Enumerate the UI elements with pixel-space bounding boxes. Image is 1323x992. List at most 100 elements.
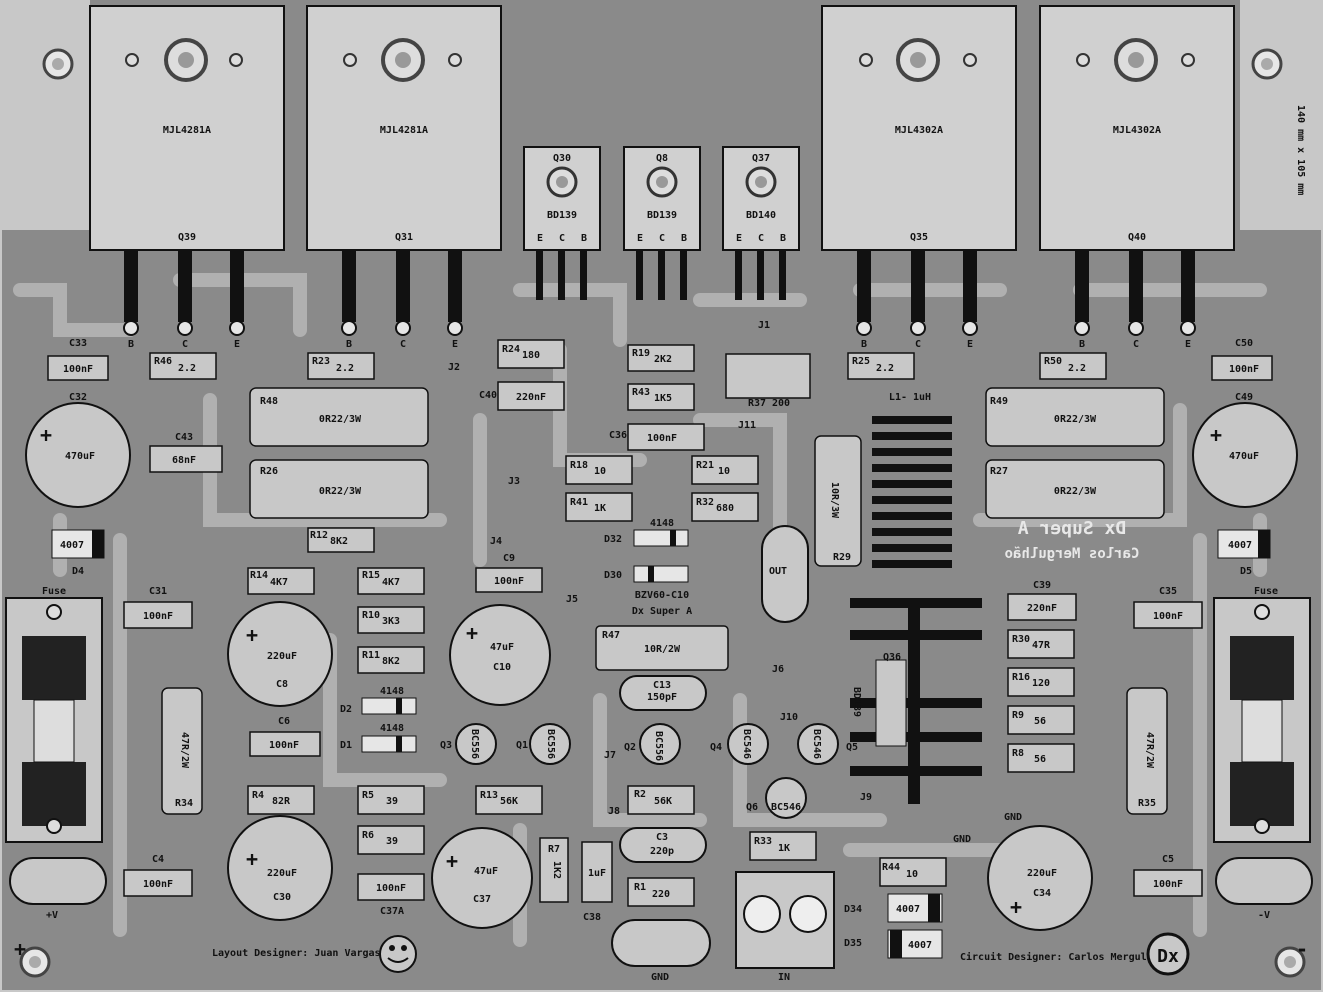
capacitor-c3 — [619, 827, 707, 863]
resistor-label-layer: R46 2.2 R23 2.2 R24 180 R19 2K2 R43 1K5 … — [154, 344, 1156, 900]
c37-value: 47uF — [474, 866, 498, 877]
pin-b-label: B — [1079, 339, 1085, 350]
c33-value: 100nF — [63, 364, 93, 375]
c4-ref: C4 — [152, 854, 164, 865]
q36-ref: Q36 — [883, 652, 901, 663]
c13-value: 150pF — [647, 692, 677, 703]
q39-part: MJL4281A — [163, 125, 211, 136]
q3-ref: Q3 — [440, 740, 452, 751]
c34-value: 220uF — [1027, 868, 1057, 879]
pin-b-label: B — [780, 233, 786, 244]
c30-value: 220uF — [267, 868, 297, 879]
r29-ref: R29 — [833, 552, 851, 563]
power-transistor-q39: MJL4281A Q39 B C E — [89, 5, 285, 350]
r27-ref: R27 — [990, 466, 1008, 477]
r7-value: 1K2 — [551, 861, 562, 879]
fuse-holder-left — [5, 597, 103, 843]
q6-part: BC546 — [771, 802, 801, 813]
c38-ref: C38 — [583, 912, 601, 923]
r32-value: 680 — [716, 503, 734, 514]
pin-b-label: B — [581, 233, 587, 244]
svg-text:+: + — [40, 423, 52, 447]
dx-logo: Dx — [1146, 932, 1190, 976]
r32-ref: R32 — [696, 497, 714, 508]
c5-value: 100nF — [1153, 879, 1183, 890]
r9-ref: R9 — [1012, 710, 1024, 721]
r4-ref: R4 — [252, 790, 264, 801]
r41-ref: R41 — [570, 497, 588, 508]
frog-logo — [379, 935, 417, 973]
q40-part: MJL4302A — [1113, 125, 1161, 136]
c9-value: 100nF — [494, 576, 524, 587]
j1-label: J1 — [758, 320, 770, 331]
r19-ref: R19 — [632, 348, 650, 359]
r16-ref: R16 — [1012, 672, 1030, 683]
r46-ref: R46 — [154, 356, 172, 367]
r8-value: 56 — [1034, 754, 1046, 765]
q40-ref: Q40 — [1128, 232, 1146, 243]
gnd-small-label: GND — [953, 834, 971, 845]
gnd-right-label: GND — [1004, 812, 1022, 823]
c8-ref: C8 — [276, 679, 288, 690]
c6-ref: C6 — [278, 716, 290, 727]
r8-ref: R8 — [1012, 748, 1024, 759]
q35-part: MJL4302A — [895, 125, 943, 136]
layout-credit: Layout Designer: Juan Vargas — [212, 947, 381, 959]
r6-ref: R6 — [362, 830, 374, 841]
r23-value: 2.2 — [336, 363, 354, 374]
diode-layer — [51, 529, 1271, 959]
pin-e-label: E — [452, 339, 458, 350]
r1-ref: R1 — [634, 882, 646, 893]
out-label: OUT — [769, 566, 787, 577]
r30-value: 47R — [1032, 640, 1051, 651]
d2-value: 4148 — [380, 686, 404, 697]
pin-e-label: E — [1185, 339, 1191, 350]
pin-c-label: C — [915, 339, 921, 350]
r19-value: 2K2 — [654, 354, 672, 365]
r14-value: 4K7 — [270, 577, 288, 588]
pin-b-label: B — [681, 233, 687, 244]
c6-value: 100nF — [269, 740, 299, 751]
c49-value: 470uF — [1229, 451, 1259, 462]
r27-value: 0R22/3W — [1054, 486, 1097, 497]
r49-value: 0R22/3W — [1054, 414, 1097, 425]
c35-ref: C35 — [1159, 586, 1177, 597]
q37-part: BD140 — [746, 210, 776, 221]
label-layer: C33 100nF C50 100nF C32 470uF C49 470uF … — [63, 338, 1259, 923]
r37-value: 200 — [772, 398, 790, 409]
pin-e-label: E — [234, 339, 240, 350]
svg-text:+: + — [466, 621, 478, 645]
r46-value: 2.2 — [178, 363, 196, 374]
j5-label: J5 — [566, 594, 578, 605]
c39-ref: C39 — [1033, 580, 1051, 591]
j2-label: J2 — [448, 362, 460, 373]
r12-value: 8K2 — [330, 536, 348, 547]
r35-ref: R35 — [1138, 798, 1156, 809]
r16-value: 120 — [1032, 678, 1050, 689]
q39-ref: Q39 — [178, 232, 196, 243]
q4-part: BC546 — [741, 729, 752, 759]
c43-value: 68nF — [172, 455, 196, 466]
r7-ref: R7 — [548, 844, 560, 855]
r14-ref: R14 — [250, 570, 268, 581]
c8-value: 220uF — [267, 651, 297, 662]
r5-value: 39 — [386, 796, 398, 807]
r47-ref: R47 — [602, 630, 620, 641]
circuit-credit: Circuit Designer: Carlos Mergulhão — [960, 951, 1165, 963]
q30-part: BD139 — [547, 210, 577, 221]
c36-ref: C36 — [609, 430, 627, 441]
q36-part: BD139 — [851, 687, 862, 717]
gnd-label: GND — [651, 972, 669, 983]
c13-ref: C13 — [653, 680, 671, 691]
q35-ref: Q35 — [910, 232, 928, 243]
r23-ref: R23 — [312, 356, 330, 367]
c9-ref: C9 — [503, 553, 515, 564]
r2-ref: R2 — [634, 789, 646, 800]
q37-ref: Q37 — [752, 153, 770, 164]
q5-part: BC546 — [811, 729, 822, 759]
small-transistor-layer — [455, 723, 839, 819]
mounting-hole-layer — [19, 48, 1306, 978]
q1-part: BC556 — [545, 729, 556, 759]
pin-c-label: C — [182, 339, 188, 350]
svg-text:+: + — [246, 623, 258, 647]
